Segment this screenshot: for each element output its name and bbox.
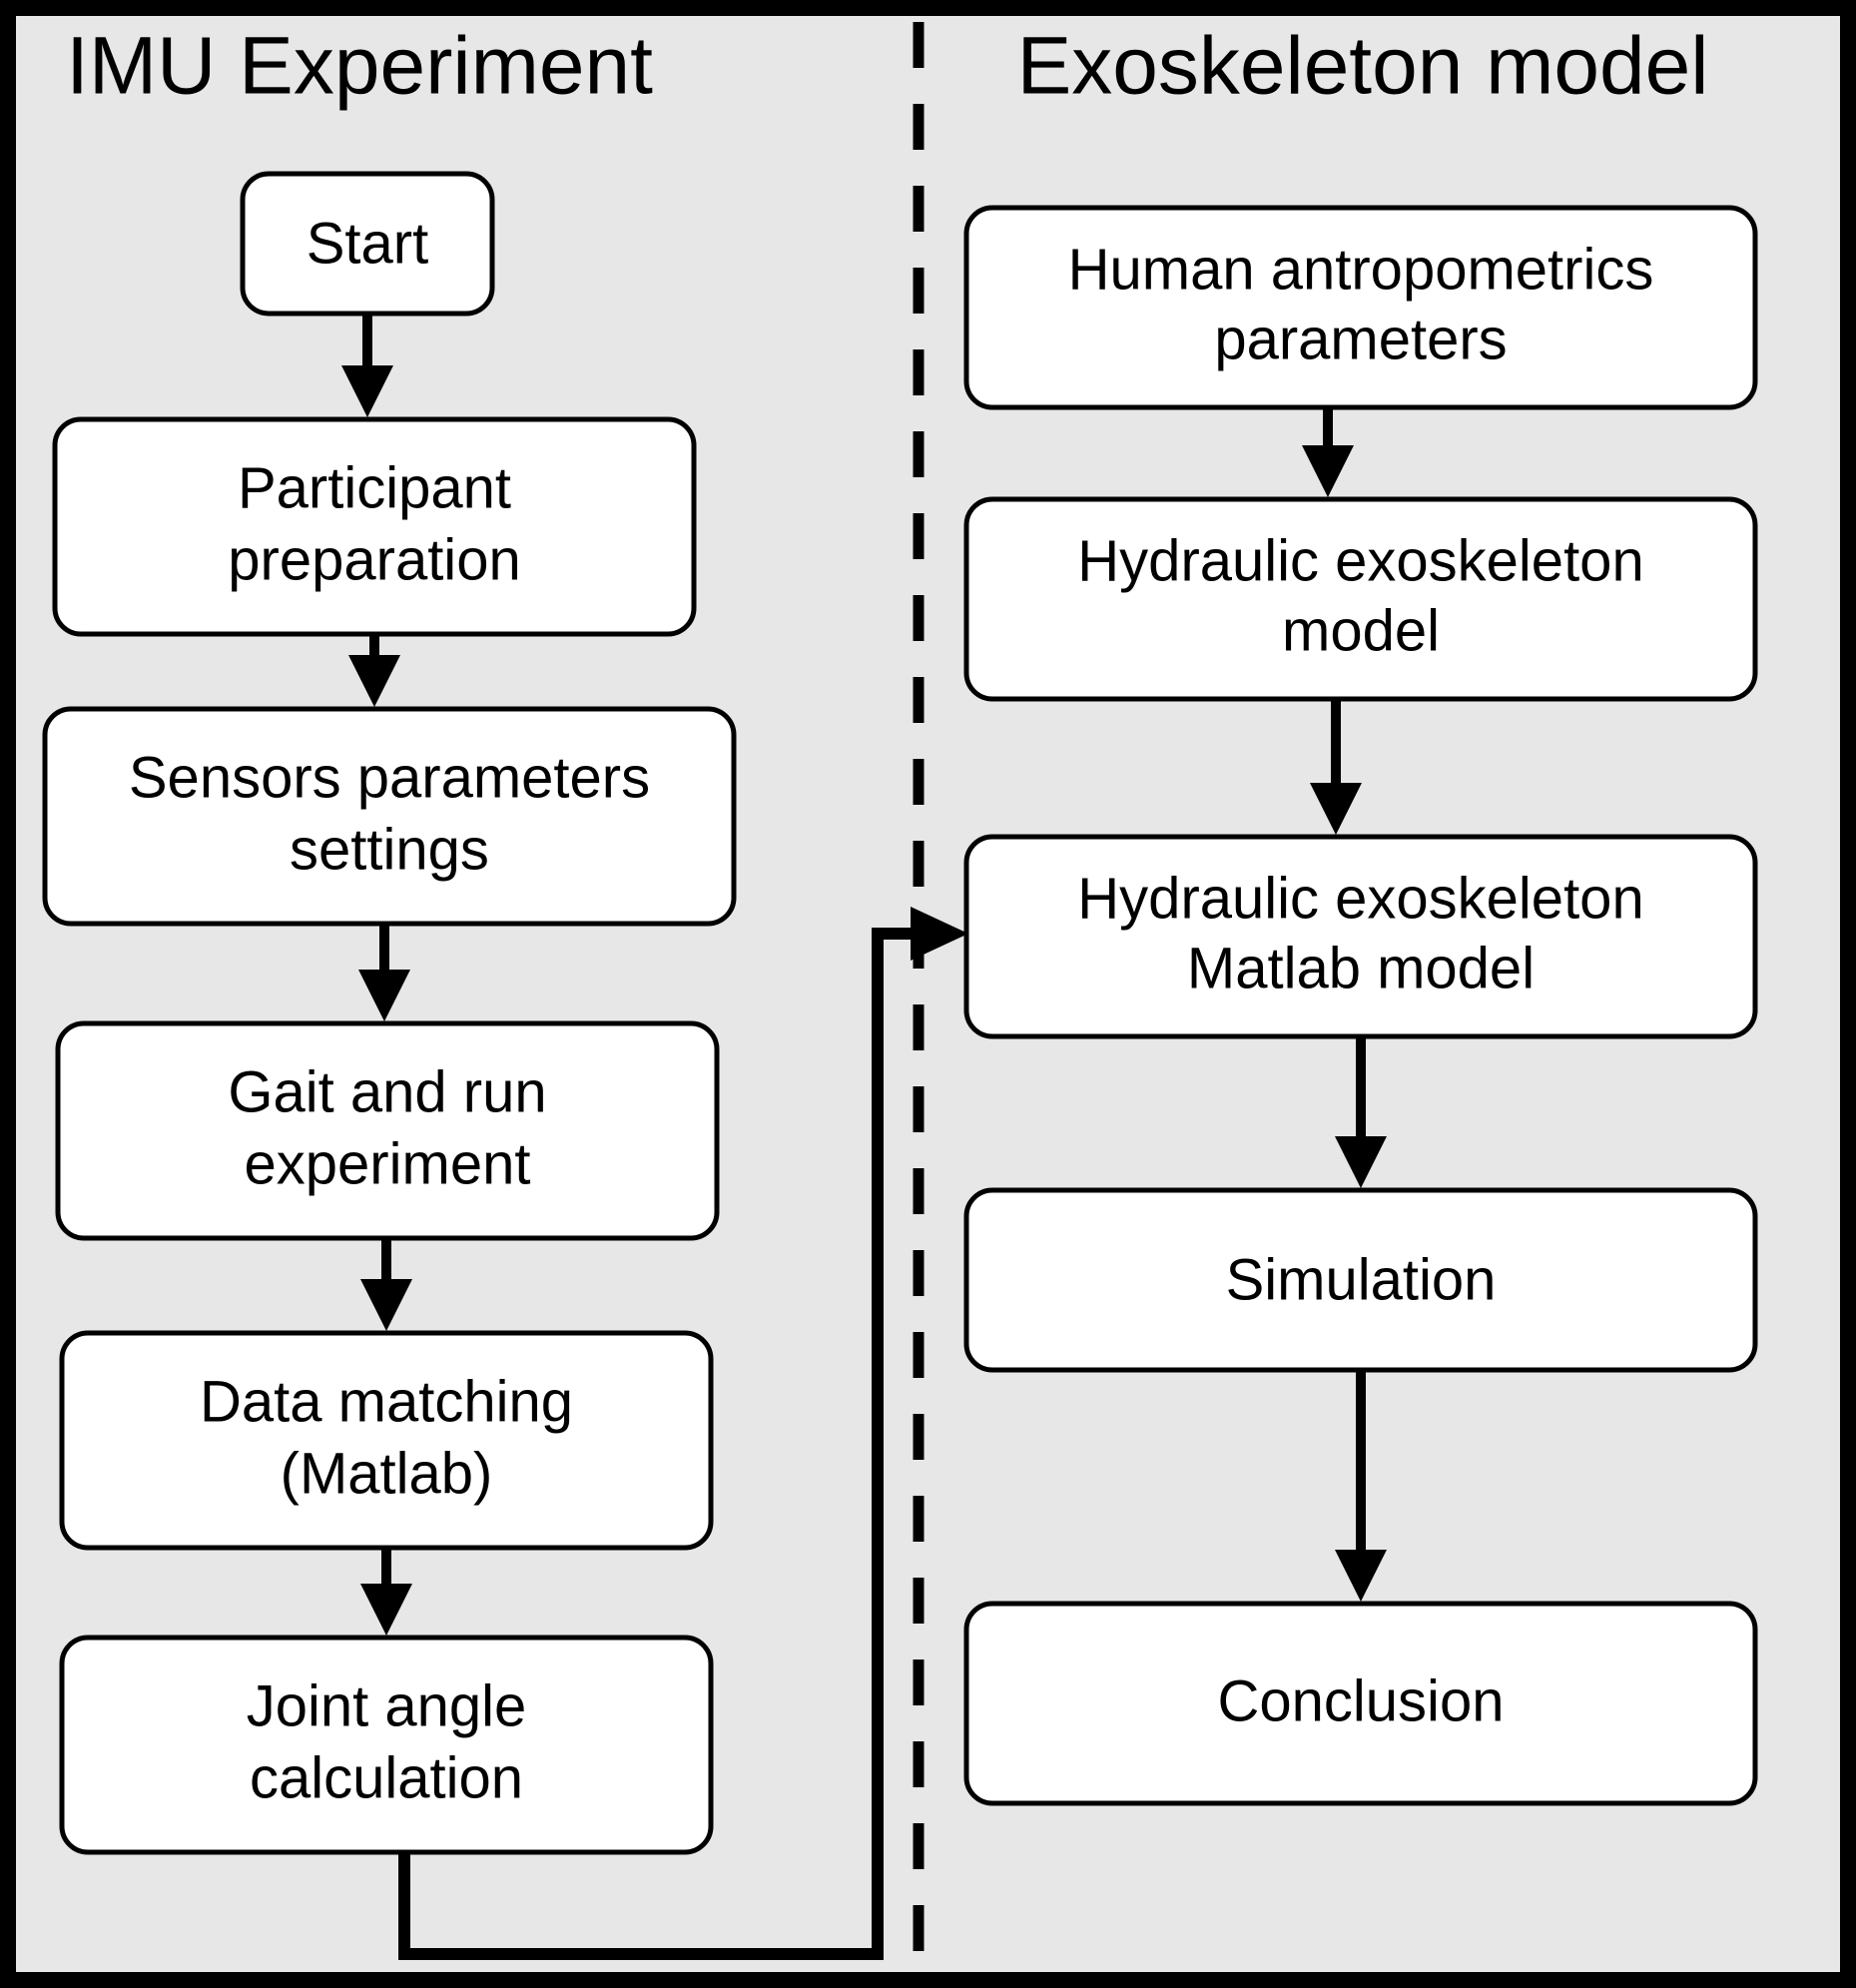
arrow-head-icon bbox=[360, 1584, 412, 1636]
node-joint-angle[interactable]: Joint angle calculation bbox=[59, 1635, 714, 1855]
node-participant-prep-line1: Participant bbox=[238, 455, 511, 520]
column-title-imu-experiment: IMU Experiment bbox=[66, 21, 653, 112]
node-anthropometrics-line2: parameters bbox=[1214, 307, 1507, 371]
node-matlab-model-line2: Matlab model bbox=[1187, 936, 1535, 1000]
edge-anthropometrics-to-hydraulic-model bbox=[1302, 407, 1354, 497]
arrow-head-icon bbox=[360, 1279, 412, 1331]
edge-sensor-settings-to-gait-run bbox=[358, 924, 410, 1021]
node-conclusion-box[interactable] bbox=[963, 1601, 1758, 1806]
arrow-head-icon bbox=[348, 655, 400, 707]
column-title-exoskeleton-model: Exoskeleton model bbox=[1017, 21, 1709, 112]
node-anthropometrics-line1: Human antropometrics bbox=[1068, 237, 1654, 302]
node-conclusion-label: Conclusion bbox=[1218, 1668, 1505, 1733]
node-joint-angle-box[interactable] bbox=[59, 1635, 714, 1855]
node-simulation[interactable]: Simulation bbox=[963, 1187, 1758, 1373]
node-participant-prep-line2: preparation bbox=[228, 527, 520, 592]
arrow-head-icon bbox=[1335, 1550, 1387, 1602]
node-conclusion[interactable]: Conclusion bbox=[963, 1601, 1758, 1806]
node-data-matching[interactable]: Data matching (Matlab) bbox=[59, 1330, 714, 1551]
node-start-label: Start bbox=[307, 211, 429, 276]
edge-matlab-model-to-simulation bbox=[1335, 1036, 1387, 1188]
edge-participant-prep-to-sensor-settings bbox=[348, 634, 400, 707]
edge-data-matching-to-joint-angle bbox=[360, 1548, 412, 1636]
node-simulation-label: Simulation bbox=[1226, 1247, 1497, 1312]
arrow-head-icon bbox=[1302, 445, 1354, 497]
node-sensor-settings-line1: Sensors parameters bbox=[129, 745, 650, 810]
edge-hydraulic-model-to-matlab-model bbox=[1310, 699, 1362, 835]
edge-start-to-participant-prep bbox=[341, 314, 393, 417]
arrow-head-icon bbox=[1335, 1136, 1387, 1188]
arrow-head-icon bbox=[358, 970, 410, 1021]
node-sensor-settings[interactable]: Sensors parameters settings bbox=[42, 706, 737, 927]
node-joint-angle-line1: Joint angle bbox=[247, 1673, 527, 1738]
node-start[interactable]: Start bbox=[240, 171, 495, 317]
node-matlab-model-line1: Hydraulic exoskeleton bbox=[1077, 866, 1643, 931]
node-participant-prep[interactable]: Participant preparation bbox=[52, 416, 697, 637]
edge-simulation-to-conclusion bbox=[1335, 1370, 1387, 1602]
node-gait-run-line2: experiment bbox=[245, 1131, 531, 1196]
node-data-matching-line1: Data matching bbox=[200, 1369, 573, 1434]
node-sensor-settings-line2: settings bbox=[290, 817, 489, 882]
node-joint-angle-line2: calculation bbox=[250, 1745, 523, 1810]
arrow-head-icon bbox=[1310, 783, 1362, 835]
edge-joint-angle-to-matlab-model bbox=[398, 907, 968, 1960]
node-gait-run-line1: Gait and run bbox=[228, 1059, 546, 1124]
node-hydraulic-model-box[interactable] bbox=[963, 496, 1758, 702]
node-anthropometrics[interactable]: Human antropometrics parameters bbox=[963, 205, 1758, 410]
arrow-head-icon bbox=[341, 365, 393, 417]
node-anthropometrics-box[interactable] bbox=[963, 205, 1758, 410]
node-hydraulic-model[interactable]: Hydraulic exoskeleton model bbox=[963, 496, 1758, 702]
edge-gait-run-to-data-matching bbox=[360, 1238, 412, 1331]
node-hydraulic-model-line2: model bbox=[1282, 598, 1440, 663]
node-hydraulic-model-line1: Hydraulic exoskeleton bbox=[1077, 528, 1643, 593]
node-gait-run[interactable]: Gait and run experiment bbox=[55, 1020, 720, 1241]
node-matlab-model[interactable]: Hydraulic exoskeleton Matlab model bbox=[963, 834, 1758, 1039]
arrow-head-icon bbox=[911, 907, 968, 961]
node-data-matching-line2: (Matlab) bbox=[281, 1441, 493, 1506]
